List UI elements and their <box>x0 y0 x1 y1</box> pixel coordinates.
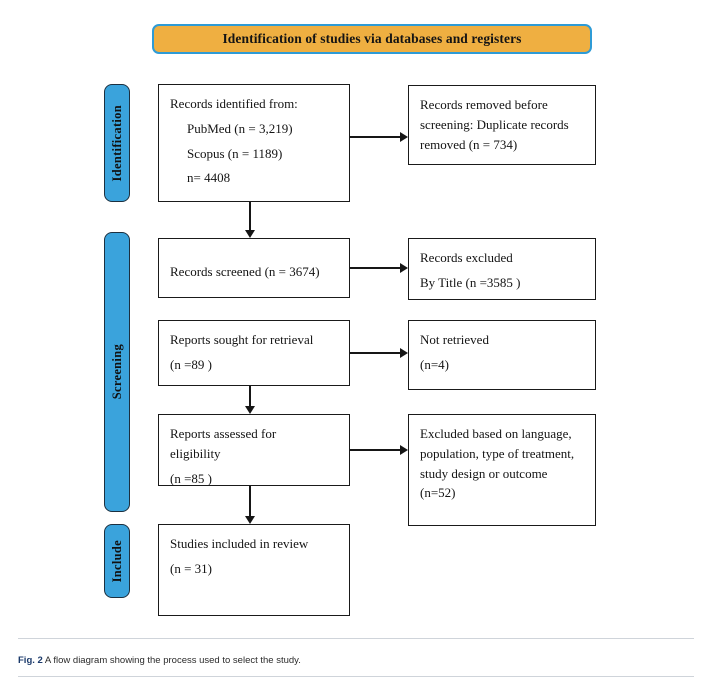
stage-tab-include-label: Include <box>109 539 124 583</box>
arrow-screened-to-excluded-title <box>350 262 408 274</box>
arrow-identified-to-removed <box>350 131 408 143</box>
arrow-assessed-to-included <box>244 486 256 524</box>
figure-caption-text: A flow diagram showing the process used … <box>42 655 301 666</box>
figure-caption-label: Fig. 2 <box>18 655 43 666</box>
reports-assessed-heading2: eligibility <box>170 445 221 461</box>
studies-included-heading: Studies included in review <box>170 536 309 551</box>
records-excluded-heading: Records excluded <box>420 250 513 265</box>
studies-included-count: (n = 31) <box>170 560 212 576</box>
records-identified-total: n= 4408 <box>187 170 231 186</box>
arrow-sought-to-not-retrieved <box>350 347 408 359</box>
reports-assessed-count: (n =85 ) <box>170 470 212 486</box>
figure-caption: Fig. 2 A flow diagram showing the proces… <box>18 654 694 667</box>
not-retrieved-count: (n=4) <box>420 356 449 372</box>
box-reports-sought: Reports sought for retrieval (n =89 ) <box>158 320 350 386</box>
stage-tab-screening: Screening <box>104 232 130 512</box>
excluded-criteria-count: (n=52) <box>420 485 456 501</box>
reports-sought-heading: Reports sought for retrieval <box>170 332 314 347</box>
records-identified-heading: Records identified from: <box>170 96 298 111</box>
records-excluded-bytitle: By Title (n =3585 ) <box>420 274 521 290</box>
caption-divider-top <box>18 638 694 639</box>
box-studies-included: Studies included in review (n = 31) <box>158 524 350 616</box>
box-records-identified: Records identified from: PubMed (n = 3,2… <box>158 84 350 202</box>
arrow-assessed-to-excluded-criteria <box>350 444 408 456</box>
stage-tab-include: Include <box>104 524 130 598</box>
records-screened-text: Records screened (n = 3674) <box>170 264 320 279</box>
caption-divider-bottom <box>18 676 694 677</box>
stage-tab-identification: Identification <box>104 84 130 202</box>
not-retrieved-heading: Not retrieved <box>420 332 489 347</box>
reports-sought-count: (n =89 ) <box>170 356 212 372</box>
box-excluded-criteria: Excluded based on language, population, … <box>408 414 596 526</box>
records-identified-pubmed: PubMed (n = 3,219) <box>187 120 293 136</box>
box-records-excluded-title: Records excluded By Title (n =3585 ) <box>408 238 596 300</box>
box-records-removed: Records removed before screening: Duplic… <box>408 85 596 165</box>
box-not-retrieved: Not retrieved (n=4) <box>408 320 596 390</box>
stage-tab-screening-label: Screening <box>109 344 124 400</box>
diagram-header-title: Identification of studies via databases … <box>222 31 522 46</box>
stage-tab-identification-label: Identification <box>109 104 124 182</box>
arrow-identified-to-screened <box>244 202 256 238</box>
box-reports-assessed: Reports assessed for eligibility (n =85 … <box>158 414 350 486</box>
records-removed-text: Records removed before screening: Duplic… <box>420 97 569 152</box>
diagram-header-banner: Identification of studies via databases … <box>152 24 592 54</box>
reports-assessed-heading: Reports assessed for <box>170 426 277 441</box>
records-identified-scopus: Scopus (n = 1189) <box>187 145 283 161</box>
box-records-screened: Records screened (n = 3674) <box>158 238 350 298</box>
arrow-sought-to-assessed <box>244 386 256 414</box>
excluded-criteria-text: Excluded based on language, population, … <box>420 426 575 481</box>
